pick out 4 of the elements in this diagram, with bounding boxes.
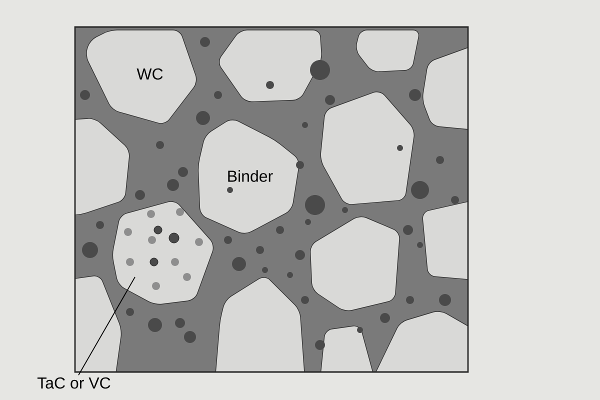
phase-label: WC <box>136 68 163 80</box>
carbide-grain <box>112 201 214 305</box>
phase-label: Binder <box>228 170 273 182</box>
callout-label: TaC or VC <box>37 377 110 389</box>
